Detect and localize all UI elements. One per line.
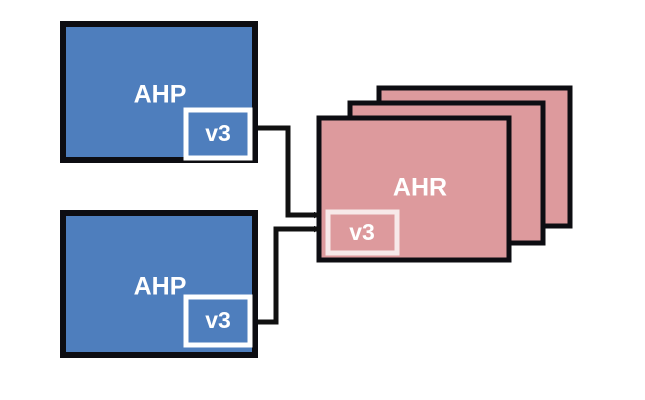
ahp-bottom-node[interactable]: AHP v3 (60, 210, 258, 358)
connector-bottom-path (252, 225, 321, 325)
ahp-top-label: AHP (134, 81, 187, 109)
ahr-version-box[interactable] (325, 209, 400, 256)
ahr-front-rect (316, 115, 512, 263)
ahp-bottom-version-label: v3 (205, 307, 231, 333)
ahr-version-label: v3 (349, 219, 375, 245)
ahp-bottom-version-box[interactable] (183, 294, 253, 348)
ahp-bottom-rect (60, 210, 258, 358)
ahr-layer-front[interactable]: AHR v3 (316, 115, 512, 263)
ahr-label: AHR (393, 174, 447, 202)
ahp-top-version-box[interactable] (183, 107, 253, 161)
ahp-top-rect (60, 21, 258, 163)
arrow-tip-group (300, 211, 321, 233)
ahp-top-version-label: v3 (205, 120, 231, 146)
connector-group (252, 125, 321, 325)
ahp-bottom-label: AHP (134, 273, 187, 301)
connector-top-path (252, 125, 321, 219)
ahp-top-node[interactable]: AHP v3 (60, 21, 258, 163)
